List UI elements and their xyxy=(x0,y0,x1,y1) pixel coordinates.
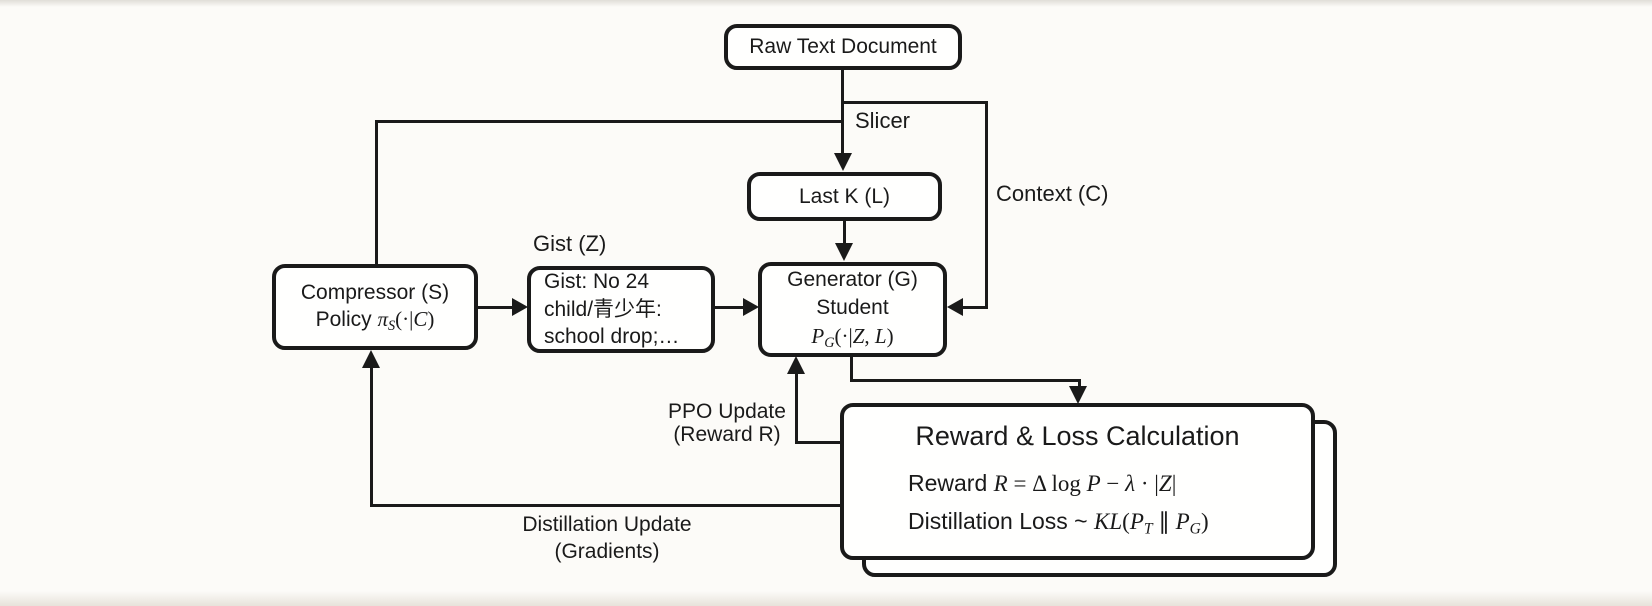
edge-rawtext-to-lastk xyxy=(841,68,844,156)
edge-compressor-to-gist xyxy=(478,306,514,309)
box-generator: Generator (G) Student PG(·|Z, L) xyxy=(758,262,947,357)
edge-gist-to-generator xyxy=(715,306,746,309)
gist-text-line1: Gist: No 24 xyxy=(544,269,650,293)
gist-z-label: Gist (Z) xyxy=(533,231,607,256)
distillation-update-label: Distillation Update (Gradients) xyxy=(498,511,716,565)
edge-lastk-to-generator xyxy=(843,220,846,246)
distillation-update-label-line1: Distillation Update xyxy=(522,513,692,536)
generator-subtitle: Student xyxy=(816,295,889,319)
distillation-update-label-line2: (Gradients) xyxy=(554,540,660,563)
edge-distillation-vertical xyxy=(370,367,373,507)
edge-ppo-vertical xyxy=(795,373,798,444)
edge-distillation-horizontal xyxy=(370,504,840,507)
arrowhead-into-generator-top xyxy=(835,243,853,261)
compressor-title: Compressor (S) xyxy=(300,280,450,304)
scan-artifact-bottom xyxy=(0,591,1652,606)
box-reward-loss-calculation: Reward & Loss Calculation Reward R = Δ l… xyxy=(840,403,1315,560)
arrowhead-into-generator-bottom xyxy=(787,356,805,374)
scan-artifact-top xyxy=(0,0,1652,7)
box-compressor: Compressor (S) Policy πS(·|C) xyxy=(272,264,478,350)
edge-context-vertical xyxy=(985,101,988,309)
edge-context-to-compressor-vertical xyxy=(375,120,378,266)
distillation-loss-formula: Distillation Loss ~ KL(PT ∥ PG) xyxy=(908,507,1209,538)
ppo-update-label: PPO Update (Reward R) xyxy=(652,400,802,446)
edge-context-into-generator xyxy=(961,306,988,309)
edge-generator-down xyxy=(850,356,853,382)
last-k-label: Last K (L) xyxy=(798,184,891,208)
edge-generator-to-reward-vertical xyxy=(1078,379,1081,389)
gist-text-line3: school drop;… xyxy=(544,325,680,349)
box-raw-text-document: Raw Text Document xyxy=(724,24,962,70)
arrowhead-into-compressor-bottom xyxy=(362,350,380,368)
reward-box-title: Reward & Loss Calculation xyxy=(915,421,1240,451)
slicer-label: Slicer xyxy=(855,108,911,133)
reward-formula: Reward R = Δ log P − λ · |Z| xyxy=(908,470,1177,497)
arrowhead-into-lastk xyxy=(834,153,852,171)
ppo-update-label-line2: (Reward R) xyxy=(673,423,781,446)
arrowhead-into-generator-left xyxy=(743,298,759,316)
compressor-policy-formula: Policy πS(·|C) xyxy=(315,306,435,334)
generator-distribution-formula: PG(·|Z, L) xyxy=(811,324,894,352)
raw-text-document-label: Raw Text Document xyxy=(749,35,937,59)
box-gist-sample: Gist: No 24 child/青少年: school drop;… xyxy=(527,266,715,353)
ppo-update-label-line1: PPO Update xyxy=(668,400,786,423)
box-last-k: Last K (L) xyxy=(747,172,942,221)
edge-generator-to-reward-horizontal xyxy=(850,379,1081,382)
gist-text-line2: child/青少年: xyxy=(544,297,662,321)
edge-context-to-compressor-horizontal xyxy=(376,120,844,123)
edge-ppo-horizontal xyxy=(795,441,840,444)
edge-context-horizontal xyxy=(841,101,988,104)
arrowhead-into-gist xyxy=(512,298,528,316)
context-label: Context (C) xyxy=(996,181,1109,206)
generator-title: Generator (G) xyxy=(787,267,918,291)
arrowhead-into-reward xyxy=(1069,386,1087,404)
arrowhead-into-generator-right xyxy=(947,298,963,316)
